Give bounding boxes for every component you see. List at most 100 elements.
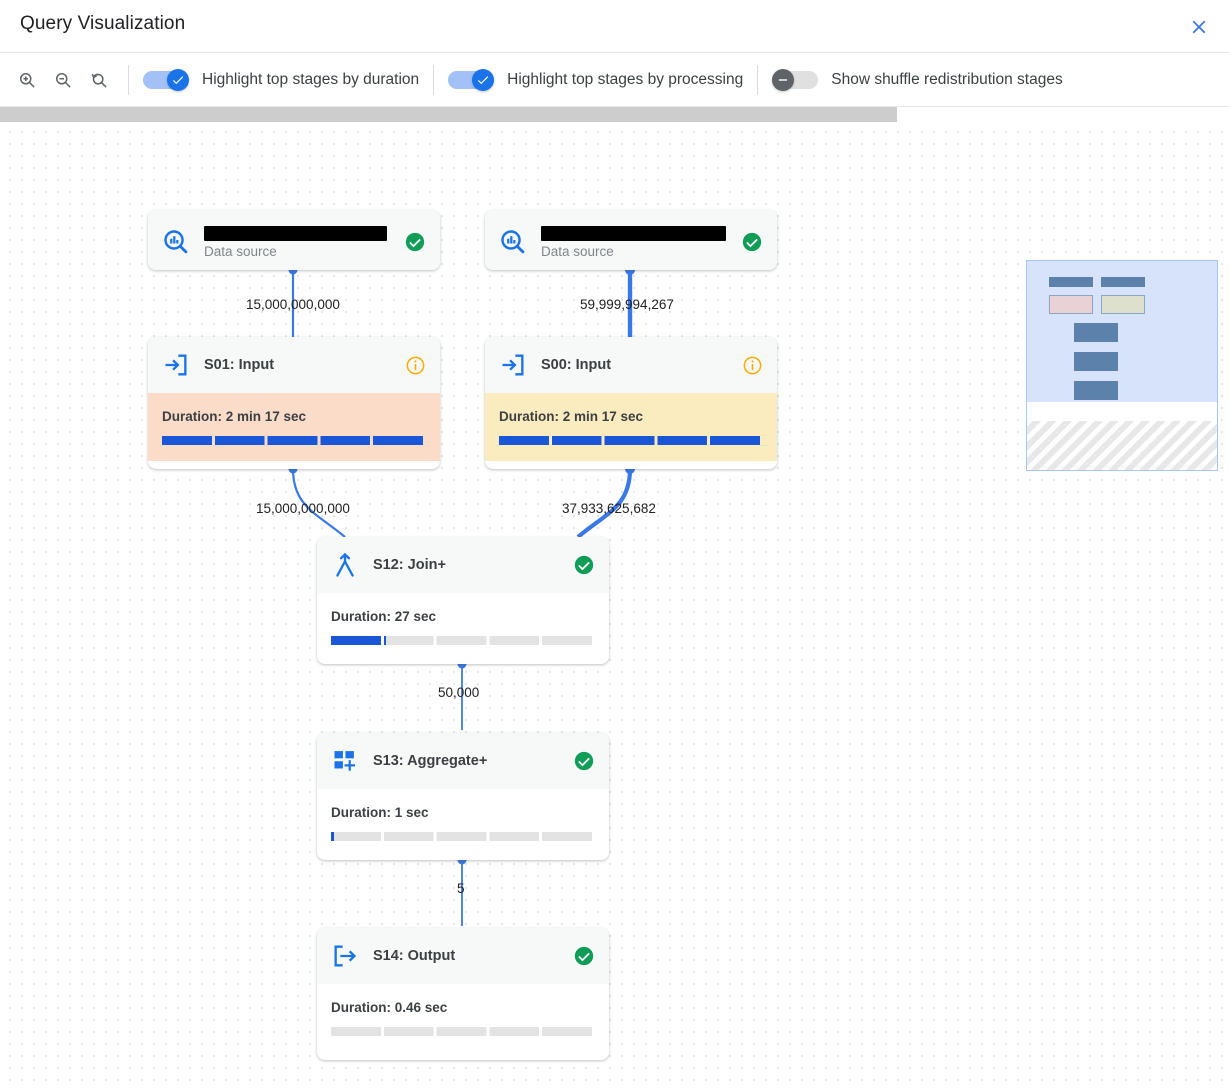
join-icon (331, 551, 361, 579)
progress-fill (162, 436, 426, 445)
status-badge-success (741, 231, 763, 253)
node-title-redacted (204, 225, 404, 241)
zoom-in-icon (17, 70, 37, 90)
progress-fill (499, 436, 763, 445)
status-badge-info[interactable] (404, 355, 426, 376)
close-button[interactable] (1181, 9, 1217, 45)
check-icon (476, 73, 490, 87)
node-data-source-right[interactable]: Data source (485, 210, 777, 270)
node-duration: Duration: 2 min 17 sec (162, 409, 307, 424)
minimap-node (1074, 381, 1118, 400)
highlight-duration-label: Highlight top stages by duration (202, 70, 420, 88)
node-title-wrap: S14: Output (361, 948, 573, 964)
node-header: S01: Input (148, 337, 440, 393)
edge-label: 15,000,000,000 (256, 501, 350, 516)
node-duration: Duration: 27 sec (331, 609, 437, 624)
switch-knob (772, 68, 795, 91)
node-title-wrap: Data source (192, 225, 404, 259)
edge-label: 37,933,625,682 (562, 501, 656, 516)
switch-knob (472, 68, 495, 91)
show-shuffle-switch[interactable] (772, 68, 819, 91)
node-header: S12: Join+ (317, 537, 609, 593)
minimap-node-highlight-yellow (1101, 295, 1145, 314)
node-body: Duration: 1 sec (317, 789, 609, 857)
node-data-source-left[interactable]: Data source (148, 210, 440, 270)
status-badge-success (573, 750, 595, 772)
toggle-highlight-processing[interactable]: Highlight top stages by processing (448, 68, 744, 91)
minimap-outside-area (1027, 421, 1217, 470)
node-progress-bar (331, 1027, 595, 1036)
node-subtitle: Data source (541, 244, 614, 259)
zoom-out-button[interactable] (48, 65, 78, 95)
edge-label: 50,000 (438, 685, 480, 700)
node-header: S00: Input (485, 337, 777, 393)
node-title-wrap: S12: Join+ (361, 557, 573, 573)
minimap-node (1101, 277, 1145, 287)
bigquery-data-source-icon (162, 228, 192, 256)
aggregate-icon (331, 747, 361, 775)
node-title: S00: Input (541, 357, 612, 373)
toolbar-divider-2 (433, 64, 435, 95)
node-progress-bar (162, 436, 426, 445)
node-duration: Duration: 1 sec (331, 805, 429, 820)
horizontal-scrollbar[interactable] (0, 107, 1229, 122)
minimap-node (1074, 352, 1118, 371)
highlight-processing-label: Highlight top stages by processing (507, 70, 744, 88)
toolbar-divider-3 (757, 64, 759, 95)
minimap-node (1049, 277, 1093, 287)
zoom-controls (0, 65, 114, 95)
toggle-highlight-duration[interactable]: Highlight top stages by duration (143, 68, 420, 91)
node-header: Data source (148, 210, 440, 270)
node-stage-S14[interactable]: S14: Output Duration: 0.46 sec (317, 928, 609, 1060)
node-duration: Duration: 2 min 17 sec (499, 409, 644, 424)
node-progress-bar (331, 636, 595, 645)
node-stage-S00[interactable]: S00: Input Duration: 2 min 17 sec (485, 337, 777, 469)
zoom-out-icon (53, 70, 73, 90)
node-header: S13: Aggregate+ (317, 733, 609, 789)
zoom-reset-icon (89, 70, 109, 90)
redacted-bar (204, 225, 387, 241)
node-body: Duration: 27 sec (317, 593, 609, 661)
input-arrow-icon (499, 351, 529, 379)
redacted-bar (541, 225, 726, 241)
node-title-redacted (541, 225, 741, 241)
toggle-show-shuffle[interactable]: Show shuffle redistribution stages (772, 68, 1063, 91)
node-stage-S13[interactable]: S13: Aggregate+ Duration: 1 sec (317, 733, 609, 860)
graph-minimap[interactable] (1026, 260, 1218, 471)
node-stage-S12[interactable]: S12: Join+ Duration: 27 sec (317, 537, 609, 664)
node-header: Data source (485, 210, 777, 270)
node-duration: Duration: 0.46 sec (331, 1000, 448, 1015)
node-title: S01: Input (204, 357, 275, 373)
bigquery-data-source-icon (499, 228, 529, 256)
highlight-processing-switch[interactable] (448, 68, 495, 91)
node-body: Duration: 0.46 sec (317, 984, 609, 1052)
graph-canvas[interactable]: 15,000,000,000 59,999,994,267 15,000,000… (0, 122, 1229, 1090)
node-title-wrap: Data source (529, 225, 741, 259)
edge-label: 15,000,000,000 (246, 297, 340, 312)
status-badge-success (404, 231, 426, 253)
node-header: S14: Output (317, 928, 609, 984)
node-stage-S01[interactable]: S01: Input Duration: 2 min 17 sec (148, 337, 440, 469)
page-title: Query Visualization (20, 13, 186, 34)
zoom-reset-button[interactable] (84, 65, 114, 95)
node-title-wrap: S01: Input (192, 357, 404, 373)
toolbar-divider-1 (128, 64, 129, 95)
node-progress-bar (499, 436, 763, 445)
node-title-wrap: S00: Input (529, 357, 741, 373)
minimap-gap (1027, 402, 1217, 421)
status-badge-success (573, 945, 595, 967)
zoom-in-button[interactable] (12, 65, 42, 95)
horizontal-scrollbar-thumb[interactable] (0, 107, 897, 122)
highlight-duration-switch[interactable] (143, 68, 189, 91)
node-title: S14: Output (373, 948, 456, 964)
status-badge-success (573, 554, 595, 576)
graph-toolbar: Highlight top stages by duration Highlig… (0, 53, 1229, 107)
edge-label: 5 (457, 881, 465, 896)
check-icon (171, 73, 185, 87)
node-title: S12: Join+ (373, 557, 446, 573)
edge-label: 59,999,994,267 (580, 297, 674, 312)
progress-fill (331, 636, 387, 645)
status-badge-info[interactable] (741, 355, 763, 376)
node-body: Duration: 2 min 17 sec (148, 393, 440, 461)
show-shuffle-label: Show shuffle redistribution stages (831, 70, 1063, 88)
